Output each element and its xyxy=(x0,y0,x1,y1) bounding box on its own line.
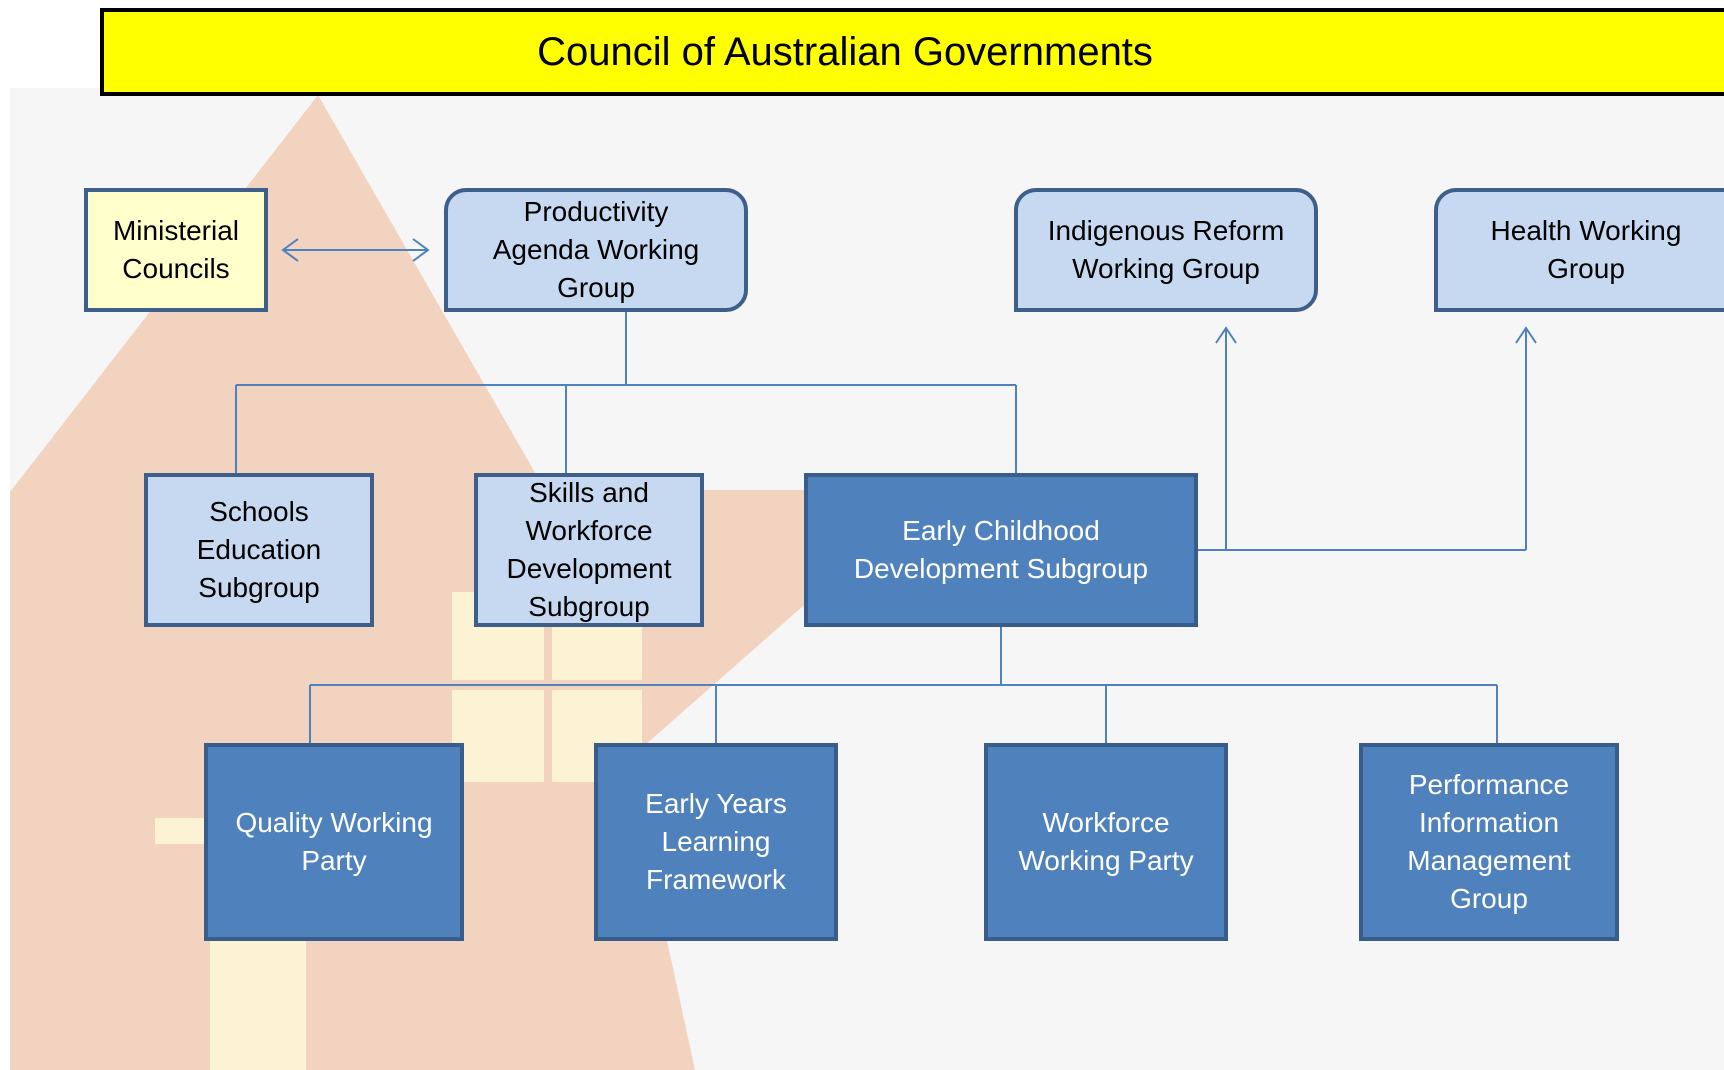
node-health-working-group: Health Working Group xyxy=(1434,188,1724,312)
page-title: Council of Australian Governments xyxy=(100,8,1724,96)
node-label: Skills and Workforce Development Subgrou… xyxy=(506,477,672,622)
node-label: Schools Education Subgroup xyxy=(196,496,322,603)
node-skills-workforce-development-subgroup: Skills and Workforce Development Subgrou… xyxy=(474,473,704,627)
arrow-head-right xyxy=(412,238,430,262)
node-label: Quality Working Party xyxy=(235,807,433,876)
node-productivity-agenda-working-group: Productivity Agenda Working Group xyxy=(444,188,748,312)
node-label: Workforce Working Party xyxy=(1018,807,1194,876)
node-label: Health Working Group xyxy=(1490,215,1682,284)
node-label: Ministerial Councils xyxy=(112,215,240,284)
node-label: Early Years Learning Framework xyxy=(645,788,787,895)
node-workforce-working-party: Workforce Working Party xyxy=(984,743,1228,941)
node-label: Performance Information Management Group xyxy=(1407,769,1571,914)
node-quality-working-party: Quality Working Party xyxy=(204,743,464,941)
node-label: Productivity Agenda Working Group xyxy=(492,196,700,303)
arrow-head-left xyxy=(281,238,299,262)
node-early-years-learning-framework: Early Years Learning Framework xyxy=(594,743,838,941)
node-schools-education-subgroup: Schools Education Subgroup xyxy=(144,473,374,627)
node-ministerial-councils: Ministerial Councils xyxy=(84,188,268,312)
arrow-head-up xyxy=(1515,326,1537,344)
title-text: Council of Australian Governments xyxy=(537,29,1153,74)
node-performance-information-management-group: Performance Information Management Group xyxy=(1359,743,1619,941)
node-indigenous-reform-working-group: Indigenous Reform Working Group xyxy=(1014,188,1318,312)
node-label: Early Childhood Development Subgroup xyxy=(853,515,1149,584)
node-label: Indigenous Reform Working Group xyxy=(1047,215,1285,284)
house-window-pane xyxy=(452,690,544,782)
arrow-head-up xyxy=(1215,326,1237,344)
node-early-childhood-development-subgroup: Early Childhood Development Subgroup xyxy=(804,473,1198,627)
